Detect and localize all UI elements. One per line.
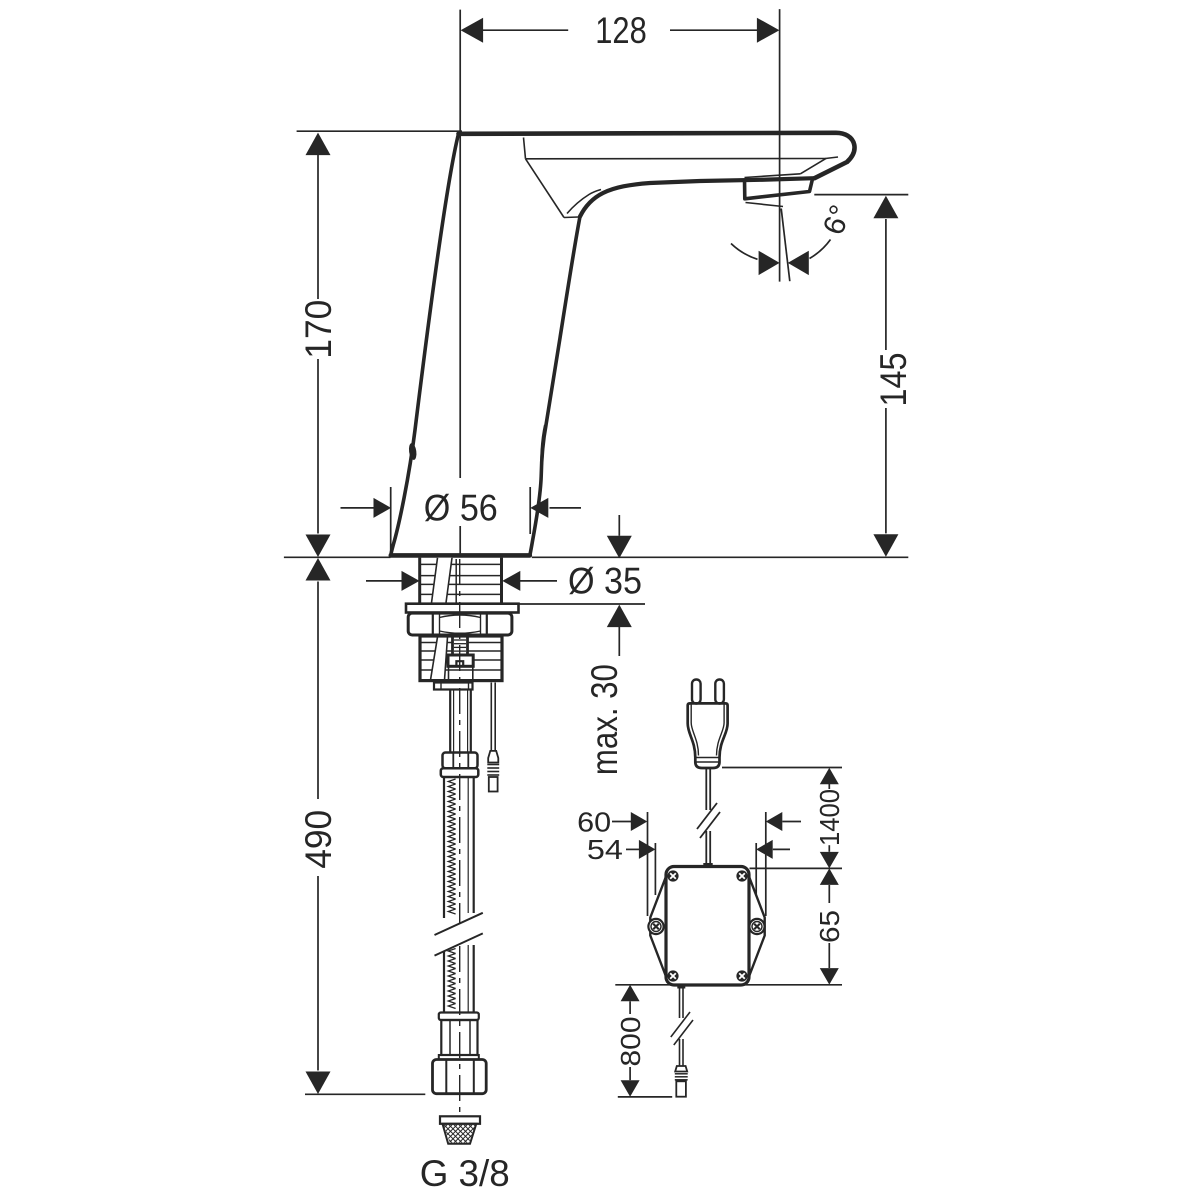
svg-text:G 3/8: G 3/8 (420, 1153, 510, 1194)
svg-text:490: 490 (298, 810, 339, 869)
svg-text:800: 800 (615, 1017, 646, 1067)
svg-text:170: 170 (298, 300, 339, 359)
svg-text:Ø 56: Ø 56 (424, 487, 498, 528)
svg-text:Ø 35: Ø 35 (568, 561, 642, 602)
svg-text:60: 60 (577, 806, 611, 837)
svg-text:54: 54 (587, 834, 623, 865)
svg-text:1400: 1400 (814, 789, 845, 846)
svg-text:128: 128 (595, 10, 647, 51)
svg-text:145: 145 (873, 353, 914, 407)
svg-text:65: 65 (814, 910, 845, 943)
svg-text:max. 30: max. 30 (584, 664, 625, 775)
